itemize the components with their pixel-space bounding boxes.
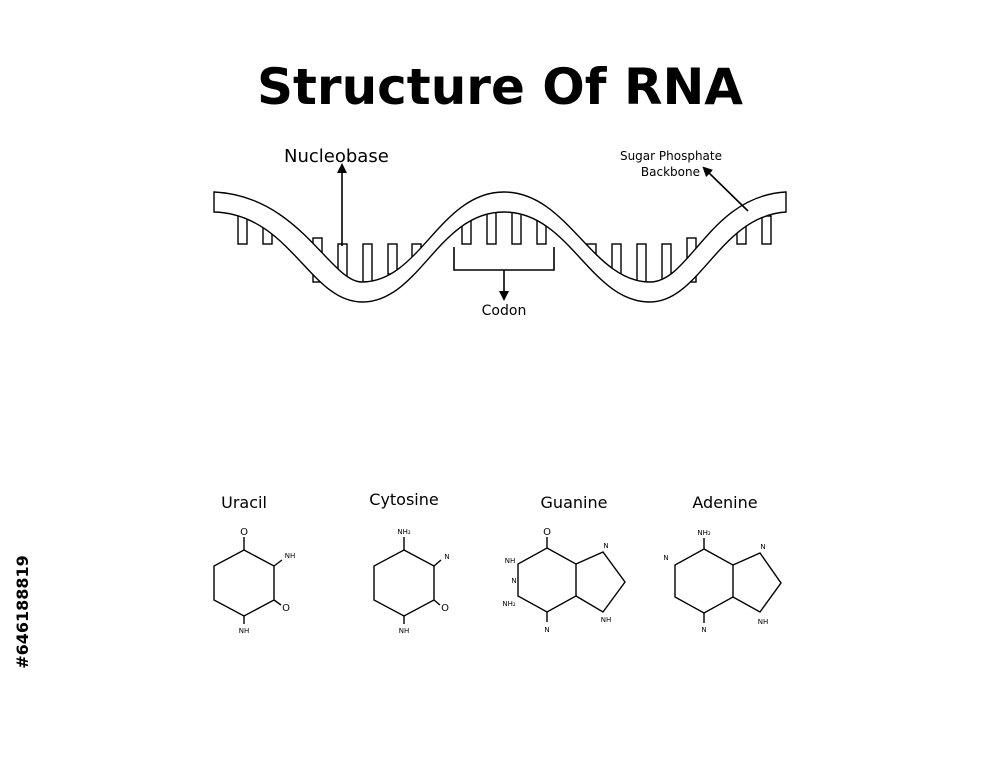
nucleobase-peg bbox=[362, 243, 373, 285]
nucleobase-peg bbox=[761, 215, 772, 245]
sugar-phosphate-backbone bbox=[213, 191, 787, 303]
atom-label: NH bbox=[399, 627, 410, 635]
molecule-name: Cytosine bbox=[369, 490, 438, 509]
atom-label: NH₂ bbox=[397, 528, 411, 536]
stock-id-watermark: #646188819 bbox=[13, 555, 32, 669]
nucleobase-label: Nucleobase bbox=[284, 146, 389, 167]
atom-label: NH bbox=[239, 627, 250, 635]
nucleobase-peg bbox=[511, 211, 522, 245]
molecule-name: Uracil bbox=[221, 493, 267, 512]
uracil-structure: Uracil O NH O NH bbox=[213, 493, 296, 635]
nucleobase-peg bbox=[237, 215, 248, 245]
backbone-label-line1: Sugar Phosphate bbox=[620, 149, 722, 163]
atom-label: NH bbox=[505, 557, 516, 565]
guanine-structure: Guanine O NH N NH₂ N N NH bbox=[502, 493, 626, 634]
atom-label: N bbox=[663, 554, 668, 562]
atom-label: O bbox=[441, 603, 449, 614]
atom-label: NH₂ bbox=[502, 600, 516, 608]
cytosine-structure: Cytosine NH₂ N O NH bbox=[369, 490, 449, 635]
backbone-arrow bbox=[702, 166, 749, 212]
codon-bracket bbox=[453, 247, 555, 271]
atom-label: NH₂ bbox=[697, 529, 711, 537]
atom-label: N bbox=[544, 626, 549, 634]
atom-label: N bbox=[701, 626, 706, 634]
molecule-name: Adenine bbox=[692, 493, 757, 512]
atom-label: NH bbox=[285, 552, 296, 560]
atom-label: N bbox=[444, 553, 449, 561]
atom-label: N bbox=[760, 543, 765, 551]
diagram-title: Structure Of RNA bbox=[257, 58, 743, 116]
nucleobase-peg bbox=[486, 211, 497, 245]
atom-label: O bbox=[282, 603, 290, 614]
atom-label: N bbox=[511, 577, 516, 585]
adenine-structure: Adenine NH₂ N N N NH bbox=[663, 493, 782, 634]
nucleobase-peg bbox=[387, 243, 398, 275]
nucleobase-peg bbox=[636, 243, 647, 285]
backbone-label-line2: Backbone bbox=[641, 165, 700, 179]
stock-id-text: #646188819 bbox=[13, 555, 32, 669]
atom-label: N bbox=[603, 542, 608, 550]
molecule-name: Guanine bbox=[541, 493, 608, 512]
atom-label: NH bbox=[758, 618, 769, 626]
atom-label: O bbox=[240, 527, 248, 538]
codon-label: Codon bbox=[482, 303, 527, 319]
atom-label: O bbox=[543, 527, 551, 538]
atom-label: NH bbox=[601, 616, 612, 624]
